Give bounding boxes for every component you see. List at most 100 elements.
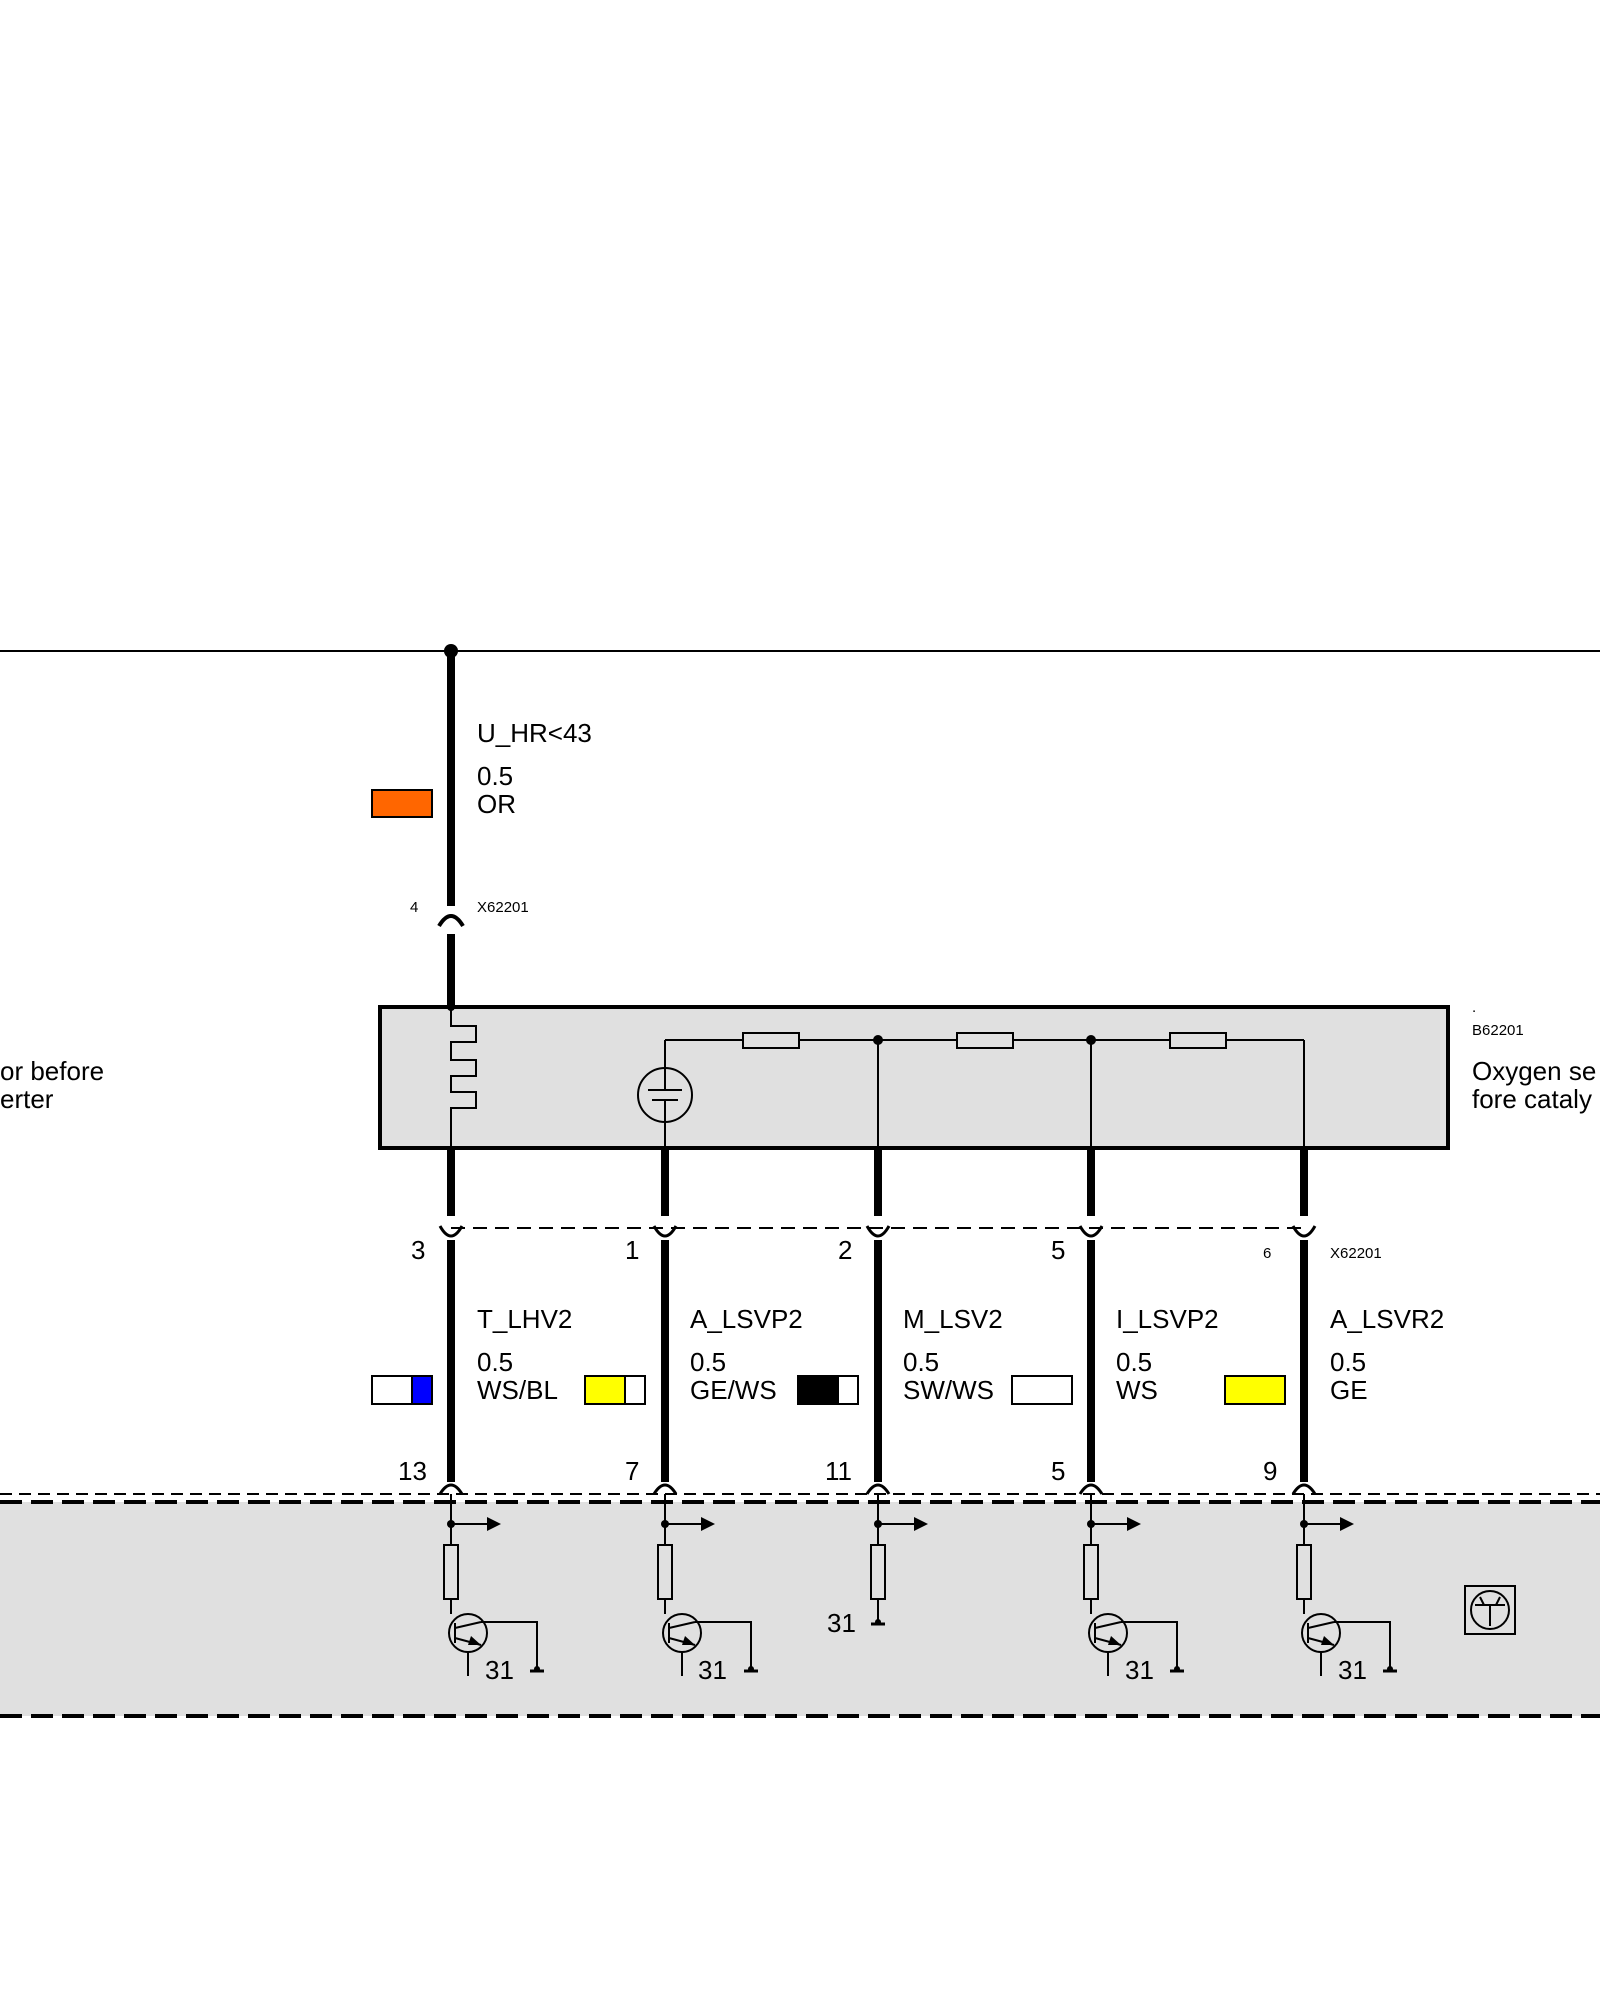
resistor-icon xyxy=(1083,1544,1099,1600)
resistor-icon xyxy=(1169,1032,1227,1049)
resistor-icon xyxy=(742,1032,800,1049)
transistor-collector xyxy=(668,1621,696,1629)
sensor-left-line1: or before xyxy=(0,1056,104,1086)
emitter-arrow-icon xyxy=(1321,1636,1334,1645)
wire-gauge-label: 0.5 xyxy=(690,1347,726,1377)
wire-gauge-label: 0.5 xyxy=(1116,1347,1152,1377)
wire-color-swatch xyxy=(1224,1375,1286,1405)
wire-gauge-label: 0.5 xyxy=(903,1347,939,1377)
collector-lead xyxy=(695,1621,752,1670)
sensor-pin-label: 5 xyxy=(1051,1235,1065,1265)
wire-color-label: WS/BL xyxy=(477,1375,558,1405)
sensor-name-line1: Oxygen se xyxy=(1472,1056,1596,1086)
ecu-pin-label: 9 xyxy=(1263,1456,1277,1486)
ecu-ground-label: 31 xyxy=(827,1608,856,1638)
supply-signal-label: U_HR<43 xyxy=(477,718,592,748)
sensor-pin-label: 6 xyxy=(1263,1245,1271,1262)
supply-connector-label: X62201 xyxy=(477,899,529,916)
ground-dot xyxy=(534,1666,540,1672)
ecu-pin-socket-icon xyxy=(652,1483,678,1495)
heater-element-icon xyxy=(447,1003,477,1148)
supply-connector-socket xyxy=(437,914,465,928)
sensor-pin-label: 2 xyxy=(838,1235,852,1265)
supply-color-label: OR xyxy=(477,789,516,819)
arrow-icon xyxy=(701,1517,715,1531)
ecu-pin-socket-icon xyxy=(1291,1483,1317,1495)
internal-network xyxy=(664,1032,1305,1148)
wire-color-label: SW/WS xyxy=(903,1375,994,1405)
ground-dot xyxy=(875,1619,881,1625)
oxygen-sensor-box xyxy=(378,1005,1450,1150)
wire-t-lhv2 xyxy=(371,1148,544,1676)
connector-socket-icon xyxy=(865,1225,891,1238)
ecu-ground-label: 31 xyxy=(1338,1655,1367,1685)
ground-dot xyxy=(1174,1666,1180,1672)
ecu-pin-socket-icon xyxy=(438,1483,464,1495)
emitter-arrow-icon xyxy=(1108,1636,1121,1645)
supply-color-swatch xyxy=(371,789,433,818)
connector-socket-icon xyxy=(652,1225,678,1238)
ecu-pin-socket-icon xyxy=(1078,1483,1104,1495)
wire-color-label: WS xyxy=(1116,1375,1158,1405)
ecu-ground-label: 31 xyxy=(698,1655,727,1685)
arrow-icon xyxy=(487,1517,501,1531)
ecu-block xyxy=(0,1502,1600,1716)
connector-socket-icon xyxy=(438,1225,464,1238)
wire-signal-label: A_LSVR2 xyxy=(1330,1304,1444,1334)
wire-color-label: GE/WS xyxy=(690,1375,777,1405)
ecu-ground-label: 31 xyxy=(485,1655,514,1685)
emitter-arrow-icon xyxy=(682,1636,695,1645)
ecu-ground-label: 31 xyxy=(1125,1655,1154,1685)
sensor-name-line2: fore cataly xyxy=(1472,1084,1592,1114)
resistor-icon xyxy=(443,1544,459,1600)
wire-m-lsv2 xyxy=(797,1148,928,1626)
sensor-pin-label: 1 xyxy=(625,1235,639,1265)
collector-lead xyxy=(1121,1621,1178,1670)
wire-gauge-label: 0.5 xyxy=(1330,1347,1366,1377)
resistor-icon xyxy=(956,1032,1014,1049)
transistor-collector xyxy=(454,1621,482,1629)
sensor-id-label: B62201 xyxy=(1472,1022,1524,1039)
wire-color-swatch xyxy=(584,1375,626,1405)
ground-dot xyxy=(748,1666,754,1672)
collector-lead xyxy=(481,1621,538,1670)
wire-signal-label: T_LHV2 xyxy=(477,1304,572,1334)
transistor-collector xyxy=(1094,1621,1122,1629)
ecu-pin-label: 5 xyxy=(1051,1456,1065,1486)
sensor-left-line2: erter xyxy=(0,1084,54,1114)
emitter-arrow-icon xyxy=(468,1636,481,1645)
resistor-icon xyxy=(657,1544,673,1600)
ecu-pin-socket-icon xyxy=(865,1483,891,1495)
wire-signal-label: A_LSVP2 xyxy=(690,1304,803,1334)
ecu-symbol-icon xyxy=(1464,1585,1516,1635)
ecu-pin-label: 13 xyxy=(398,1456,427,1486)
supply-gauge-label: 0.5 xyxy=(477,761,513,791)
arrow-icon xyxy=(1340,1517,1354,1531)
arrow-icon xyxy=(914,1517,928,1531)
ground-dot xyxy=(1387,1666,1393,1672)
wire-signal-label: M_LSV2 xyxy=(903,1304,1003,1334)
connector-socket-icon xyxy=(1291,1225,1317,1238)
resistor-icon xyxy=(1296,1544,1312,1600)
transistor-collector xyxy=(1307,1621,1335,1629)
ecu-pin-label: 11 xyxy=(825,1456,852,1486)
wire-signal-label: I_LSVP2 xyxy=(1116,1304,1219,1334)
collector-lead xyxy=(1334,1621,1391,1670)
sensor-pin-label: 3 xyxy=(411,1235,425,1265)
connector-socket-icon xyxy=(1078,1225,1104,1238)
wire-color-label: GE xyxy=(1330,1375,1368,1405)
sensor-marker: . xyxy=(1472,999,1476,1016)
wire-a-lsvp2 xyxy=(584,1148,758,1676)
resistor-icon xyxy=(870,1544,886,1600)
bottom-connector-label: X62201 xyxy=(1330,1245,1382,1262)
ecu-pin-label: 7 xyxy=(625,1456,639,1486)
supply-pin-label: 4 xyxy=(410,899,418,916)
wire-i-lsvp2 xyxy=(1011,1148,1184,1676)
wire-a-lsvr2 xyxy=(1224,1148,1397,1676)
arrow-icon xyxy=(1127,1517,1141,1531)
wire-color-stripe xyxy=(411,1375,433,1405)
wire-color-stripe xyxy=(624,1375,646,1405)
wire-color-swatch xyxy=(1011,1375,1073,1405)
wire-color-swatch xyxy=(797,1375,839,1405)
